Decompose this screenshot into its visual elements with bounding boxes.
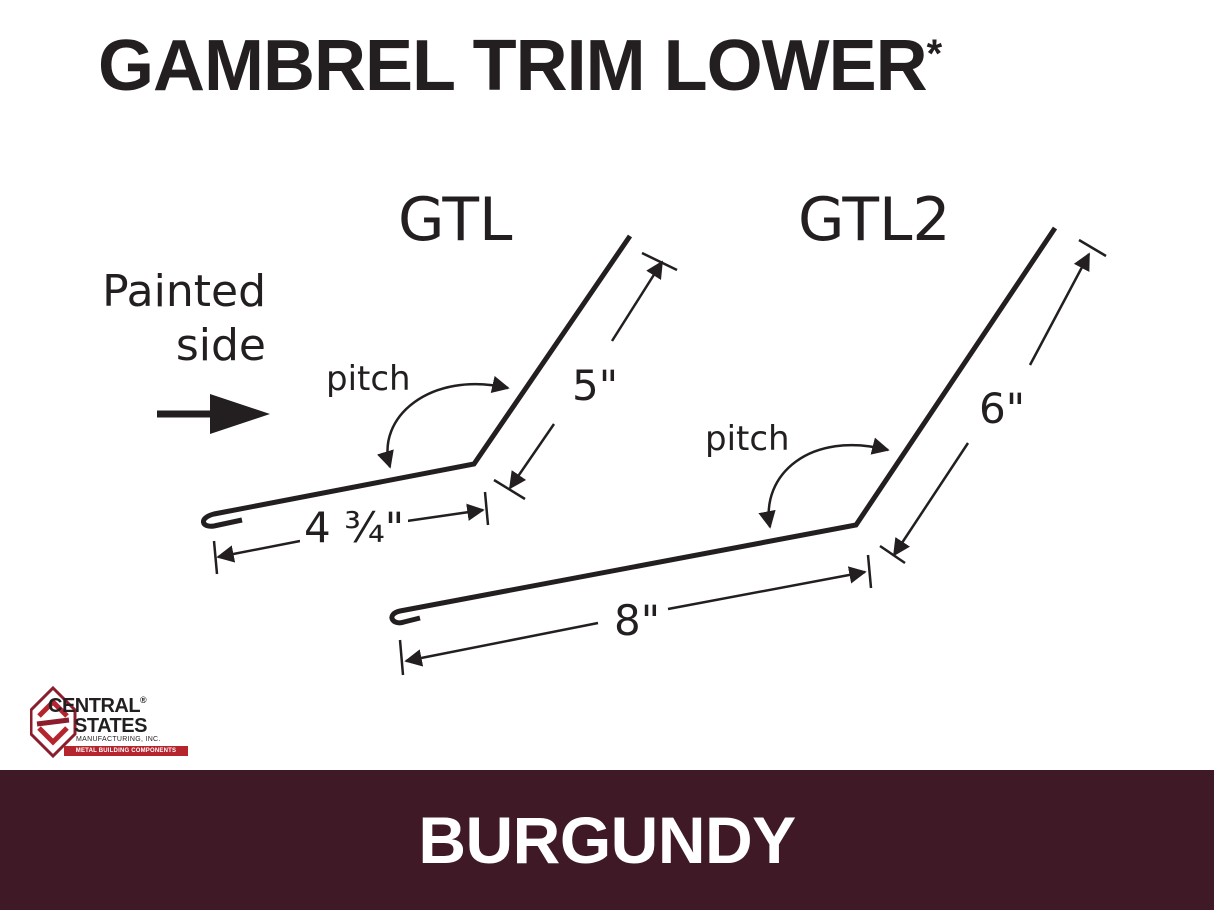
page-title: GAMBREL TRIM LOWER* xyxy=(98,30,943,102)
gtl2-short-leg-dimension xyxy=(398,554,873,676)
color-band: BURGUNDY xyxy=(0,770,1214,910)
title-asterisk: * xyxy=(926,32,943,76)
logo-line3: MANUFACTURING, INC. xyxy=(76,736,161,743)
gtl-long-leg-dimension xyxy=(493,251,678,501)
gtl-profile xyxy=(201,234,633,529)
color-name: BURGUNDY xyxy=(418,803,796,877)
logo-line1: CENTRAL® xyxy=(48,695,147,717)
trim-diagram xyxy=(157,226,1107,676)
gtl2-short-leg-label: 8" xyxy=(610,600,665,642)
title-text: GAMBREL TRIM LOWER xyxy=(98,26,928,106)
gtl-short-leg-dimension xyxy=(212,491,490,575)
gtl2-long-leg-dimension xyxy=(879,238,1107,565)
gtl2-pitch-arrow xyxy=(758,437,890,529)
gtl2-pitch-label: pitch xyxy=(705,419,790,459)
gtl2-label: GTL2 xyxy=(798,185,951,255)
gtl-short-leg-label: 4 ¾" xyxy=(300,507,409,549)
gtl-pitch-arrow xyxy=(377,375,510,469)
central-states-logo-icon xyxy=(30,686,77,758)
logo-line4: METAL BUILDING COMPONENTS xyxy=(64,746,188,756)
logo-line2: STATES xyxy=(74,715,147,737)
gtl-long-leg-label: 5" xyxy=(568,365,623,407)
gtl-pitch-label: pitch xyxy=(326,359,411,399)
painted-side-label: Painted side xyxy=(90,265,266,373)
painted-side-arrow-icon xyxy=(157,394,270,434)
gtl2-profile xyxy=(389,226,1058,626)
painted-side-line2: side xyxy=(175,320,266,371)
gtl2-long-leg-label: 6" xyxy=(975,388,1030,430)
painted-side-line1: Painted xyxy=(102,266,266,317)
gtl-label: GTL xyxy=(398,185,513,255)
